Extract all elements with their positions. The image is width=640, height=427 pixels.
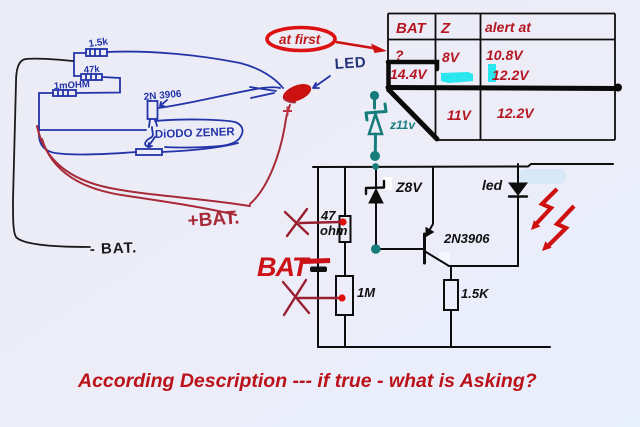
svg-text:8V: 8V [442,49,461,65]
svg-text:1.5K: 1.5K [461,286,490,301]
svg-text:2N 3906: 2N 3906 [143,89,182,103]
svg-text:ohm: ohm [320,223,348,238]
svg-text:1M: 1M [357,285,376,300]
svg-text:?: ? [395,47,404,63]
svg-text:z11v: z11v [389,118,416,132]
svg-text:at first: at first [279,32,321,47]
svg-text:2N3906: 2N3906 [443,231,490,246]
svg-text:47k: 47k [83,64,100,76]
svg-text:1mOHM: 1mOHM [54,79,91,92]
svg-text:Z: Z [440,20,451,37]
svg-text:led: led [482,177,503,193]
svg-text:+BAT.: +BAT. [187,207,240,232]
svg-text:11V: 11V [447,107,473,123]
svg-text:LED: LED [334,54,367,73]
svg-text:- BAT.: - BAT. [90,239,138,258]
svg-text:47: 47 [320,208,336,223]
svg-text:BAT: BAT [396,20,428,37]
svg-text:12.2V: 12.2V [492,67,530,83]
svg-text:12.2V: 12.2V [497,105,535,121]
svg-text:BAT: BAT [257,252,311,282]
svg-text:1.5k: 1.5k [88,36,109,50]
svg-text:alert at: alert at [485,19,532,35]
svg-text:Z8V: Z8V [395,179,423,195]
svg-text:DiODO ZENER: DiODO ZENER [155,126,236,141]
svg-text:14.4V: 14.4V [390,66,428,82]
svg-text:According Description --- if t: According Description --- if true - what… [77,370,537,392]
svg-text:10.8V: 10.8V [486,47,524,63]
